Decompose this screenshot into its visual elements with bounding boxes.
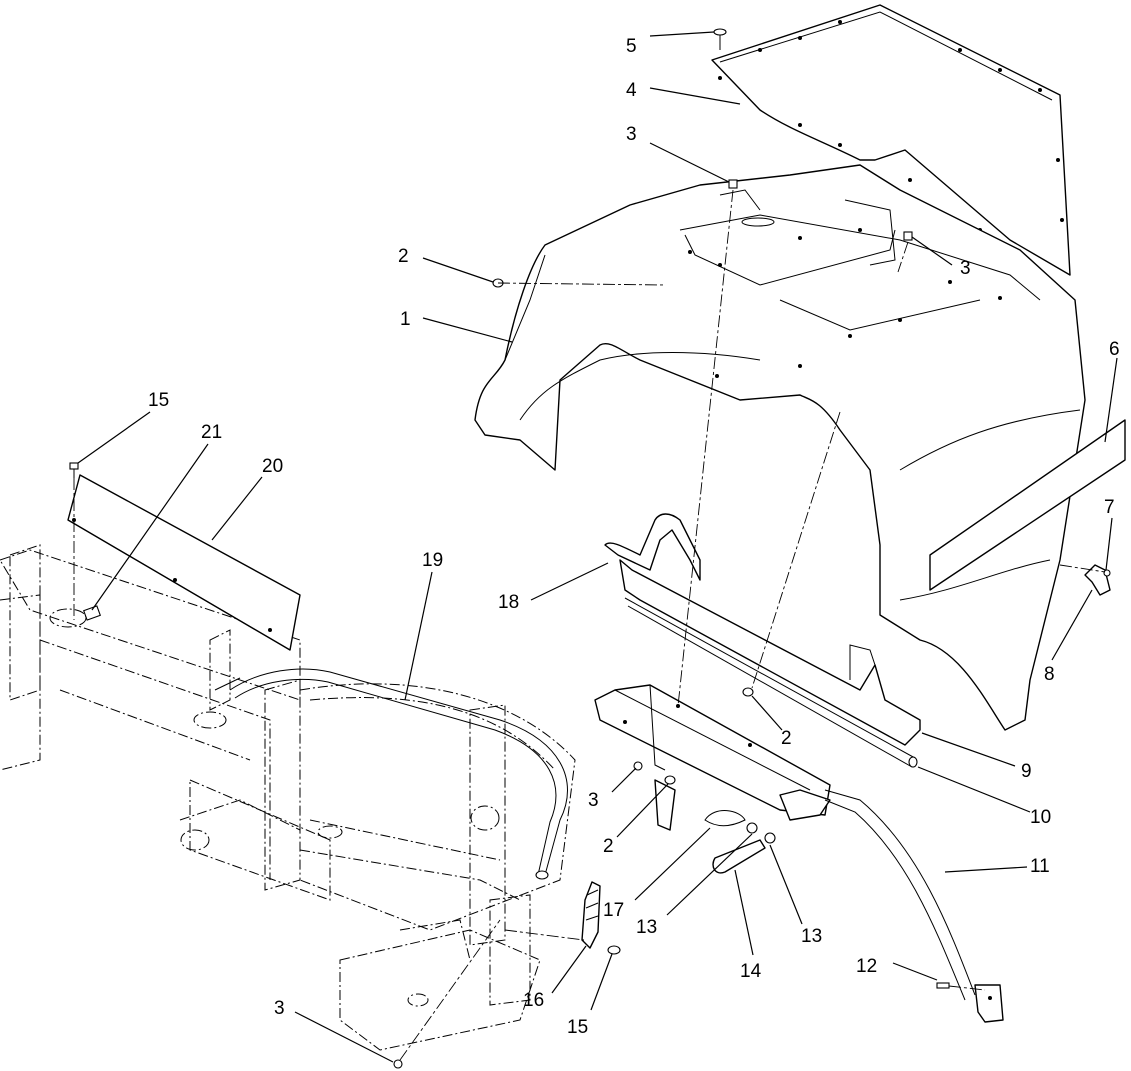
leader-15b: [590, 953, 613, 1011]
part-3-nut-a: [728, 179, 738, 189]
part-9-channel: [619, 559, 921, 746]
part-3-nut-d: [393, 1059, 403, 1069]
leader-3c: [611, 767, 637, 793]
callout-19: 19: [422, 550, 443, 571]
part-5-fastener: [713, 28, 727, 50]
callout-2b: 2: [781, 728, 792, 749]
assembly-centerlines: [399, 189, 1106, 1061]
callout-3b: 3: [960, 258, 971, 279]
part-4-top-panel: [711, 4, 1071, 276]
leader-19: [404, 571, 433, 701]
callout-18: 18: [498, 592, 519, 613]
leader-3b: [911, 236, 953, 266]
callout-3d: 3: [274, 998, 285, 1019]
callout-15b: 15: [567, 1017, 588, 1038]
callout-1: 1: [400, 309, 411, 330]
leader-12: [892, 962, 938, 981]
callout-labels: 5 4 3 2 3 1 6 15 21 20 7 19 18 8 2 9 3 1…: [148, 36, 1120, 1038]
callout-11: 11: [1030, 856, 1050, 877]
part-20-cover-plate: [67, 474, 301, 651]
callout-17: 17: [603, 900, 624, 921]
leader-8: [1051, 589, 1093, 661]
leader-20: [211, 476, 263, 541]
part-19-support-tube: [214, 668, 568, 880]
callout-21: 21: [201, 422, 222, 443]
leader-2a: [422, 257, 494, 283]
callout-7: 7: [1104, 497, 1115, 518]
callout-2c: 2: [603, 836, 614, 857]
part-13-washer-a: [746, 822, 758, 834]
part-15-bolt-top: [69, 462, 79, 620]
leader-4: [649, 87, 741, 105]
leader-15a: [77, 411, 151, 464]
leader-9: [921, 732, 1016, 767]
leader-lines: [77, 31, 1118, 1063]
callout-20: 20: [262, 456, 283, 477]
part-12-pin: [936, 982, 950, 989]
callout-13a: 13: [636, 917, 657, 938]
part-15-bolt-lower: [607, 945, 621, 955]
part-14-link: [712, 839, 766, 874]
leader-17: [634, 827, 711, 901]
leader-13b: [769, 844, 803, 925]
part-11-support-arm: [824, 789, 1004, 1023]
part-7-screw: [1103, 569, 1111, 577]
callout-2a: 2: [398, 246, 409, 267]
part-2-plug-b: [742, 687, 754, 697]
leader-7: [1105, 517, 1113, 571]
leader-2b: [751, 695, 783, 731]
callout-4: 4: [626, 80, 637, 101]
callout-3a: 3: [626, 124, 637, 145]
part-21-clip: [83, 605, 101, 621]
part-2-plug-c: [664, 775, 676, 785]
leader-3a: [649, 142, 730, 183]
part-10-rod: [624, 597, 918, 768]
callout-13b: 13: [801, 926, 822, 947]
leader-1: [422, 317, 513, 343]
leader-3d: [294, 1011, 394, 1063]
leader-14: [734, 869, 754, 956]
part-1-hood: [474, 164, 1086, 731]
part-17-clip: [704, 810, 746, 827]
part-18-handle: [604, 513, 701, 581]
callout-15a: 15: [148, 390, 169, 411]
leader-13a: [666, 833, 753, 916]
callout-3c: 3: [588, 790, 599, 811]
part-3-nut-b: [903, 231, 913, 241]
leader-2c: [616, 783, 669, 838]
lower-bracket-assembly: [594, 684, 831, 831]
callout-8: 8: [1044, 664, 1055, 685]
part-6-decal: [929, 419, 1126, 591]
callout-6: 6: [1109, 339, 1120, 360]
leader-5: [649, 31, 715, 37]
leader-18: [530, 562, 609, 601]
callout-16: 16: [523, 990, 544, 1011]
leader-10: [917, 766, 1031, 813]
part-16-latch: [581, 881, 601, 949]
callout-5: 5: [626, 36, 637, 57]
callout-14: 14: [740, 961, 762, 982]
callout-10: 10: [1030, 807, 1051, 828]
callout-9: 9: [1021, 761, 1032, 782]
phantom-tractor-frame: [0, 544, 576, 1051]
leader-11: [944, 866, 1028, 873]
leader-16: [551, 945, 587, 994]
part-13-washer-b: [764, 832, 776, 844]
callout-12: 12: [856, 956, 877, 977]
leader-6: [1104, 357, 1118, 443]
leader-21: [91, 443, 209, 611]
